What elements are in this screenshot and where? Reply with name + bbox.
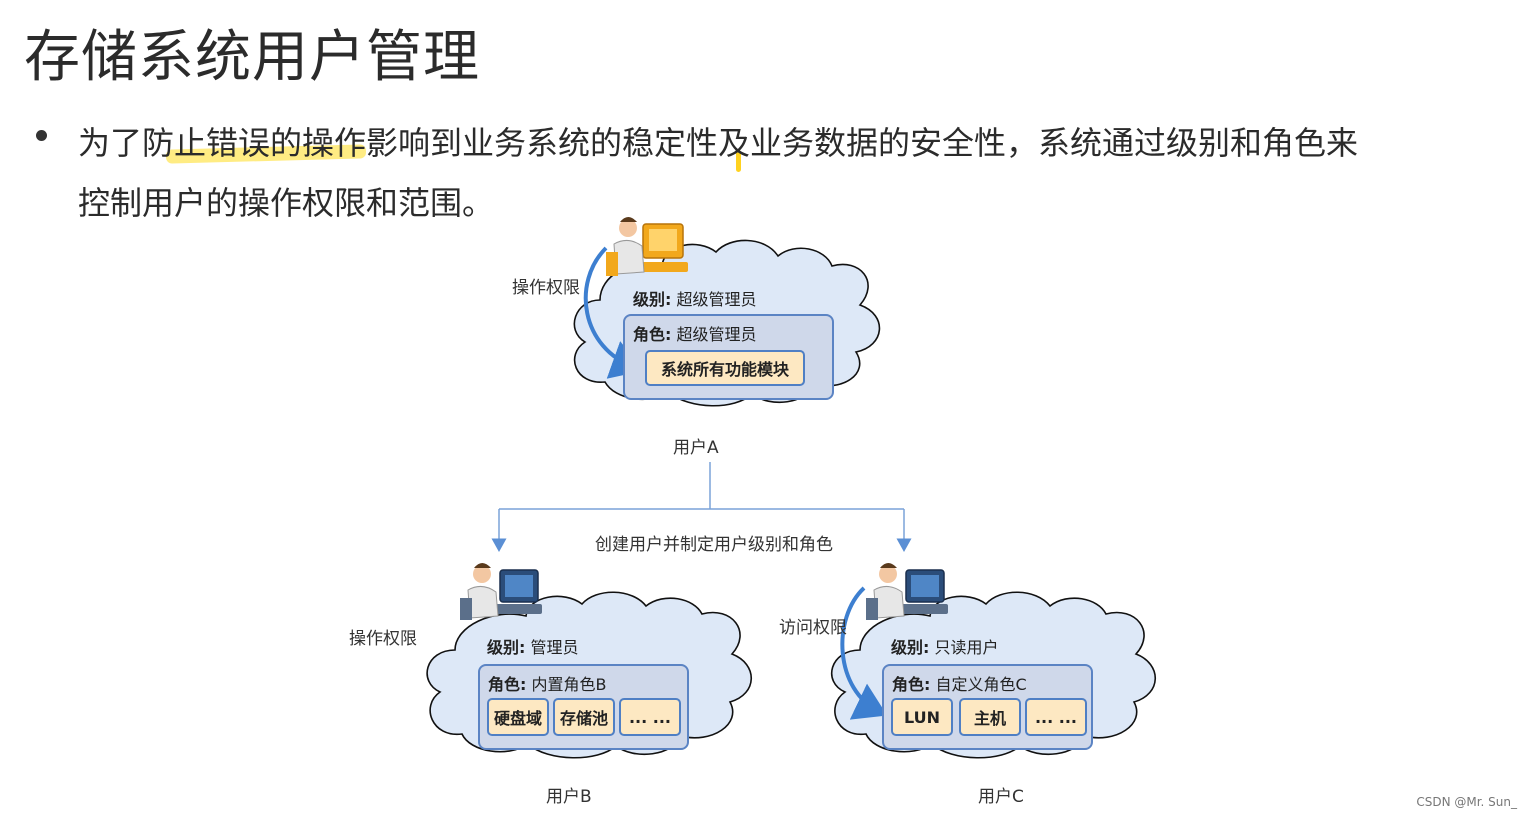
create-user-connector	[491, 462, 912, 552]
csdn-watermark: CSDN @Mr. Sun_	[1416, 795, 1517, 809]
user-b-name: 用户B	[546, 787, 592, 807]
level-key: 级别:	[891, 638, 930, 657]
module-chip-disk-domain: 硬盘域	[487, 698, 549, 736]
connector-label: 创建用户并制定用户级别和角色	[595, 535, 833, 555]
user-c-computer-icon	[866, 563, 948, 620]
user-a-permission-label: 操作权限	[512, 278, 580, 298]
role-key: 角色:	[633, 325, 672, 344]
user-a-role: 角色: 超级管理员	[633, 321, 757, 345]
user-c-role: 角色: 自定义角色C	[892, 671, 1027, 695]
user-c-permission-arrow	[840, 586, 888, 720]
user-a-permission-arrow	[583, 246, 644, 379]
user-c-permission-label: 访问权限	[779, 618, 847, 638]
user-a-computer-icon	[606, 217, 688, 276]
level-key: 级别:	[487, 638, 526, 657]
bullet-text-line-1: 为了防止错误的操作影响到业务系统的稳定性及业务数据的安全性，系统通过级别和角色来	[78, 124, 1359, 162]
module-chip-all-functions: 系统所有功能模块	[645, 350, 805, 386]
module-chip-host: 主机	[959, 698, 1021, 736]
user-b-role-box: 角色: 内置角色B 硬盘域 存储池 ... ...	[478, 664, 689, 750]
role-key: 角色:	[488, 675, 527, 694]
level-value: 超级管理员	[676, 290, 757, 309]
role-key: 角色:	[892, 675, 931, 694]
module-chip-more: ... ...	[619, 698, 681, 736]
user-c-role-box: 角色: 自定义角色C LUN 主机 ... ...	[882, 664, 1093, 750]
level-value: 管理员	[530, 638, 579, 657]
user-a-role-box: 角色: 超级管理员 系统所有功能模块	[623, 314, 834, 400]
bullet-text-line-2: 控制用户的操作权限和范围。	[78, 184, 495, 222]
role-value: 内置角色B	[531, 675, 607, 694]
role-value: 超级管理员	[676, 325, 757, 344]
bullet-dot-icon	[36, 130, 47, 141]
text-highlight-tick	[736, 150, 741, 172]
module-chip-more: ... ...	[1025, 698, 1087, 736]
page-title: 存储系统用户管理	[24, 25, 480, 90]
role-value: 自定义角色C	[935, 675, 1027, 694]
user-b-permission-label: 操作权限	[349, 629, 417, 649]
user-b-role: 角色: 内置角色B	[488, 671, 606, 695]
user-c-name: 用户C	[978, 787, 1024, 807]
module-chip-storage-pool: 存储池	[553, 698, 615, 736]
module-chip-lun: LUN	[891, 698, 953, 736]
user-b-level: 级别: 管理员	[487, 634, 579, 658]
user-b-computer-icon	[460, 563, 542, 620]
level-key: 级别:	[633, 290, 672, 309]
user-a-name: 用户A	[673, 438, 719, 458]
user-a-level: 级别: 超级管理员	[633, 286, 757, 310]
level-value: 只读用户	[934, 638, 999, 657]
user-c-level: 级别: 只读用户	[891, 634, 999, 658]
